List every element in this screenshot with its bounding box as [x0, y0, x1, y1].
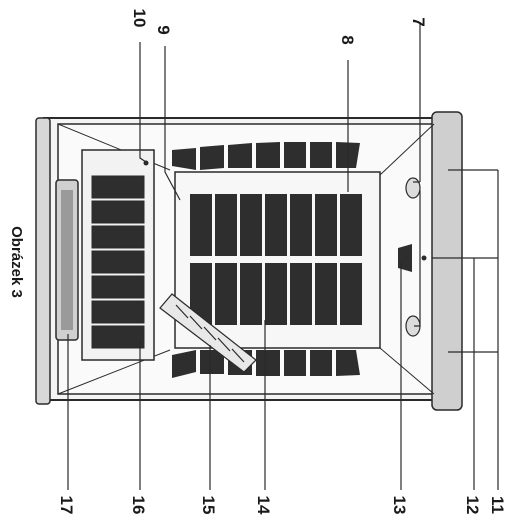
- control-panel: [398, 244, 412, 272]
- callout-11: 11: [488, 496, 507, 514]
- callout-12: 12: [463, 496, 482, 515]
- front-handle-inner: [61, 190, 73, 330]
- sensor-dot: [421, 255, 427, 261]
- callout-8: 8: [338, 35, 357, 44]
- figure-caption: Obrázek 3: [8, 226, 25, 298]
- callout-7: 7: [409, 17, 428, 26]
- callout-15: 15: [199, 496, 218, 515]
- callout-13: 13: [390, 496, 409, 515]
- back-wall-heater-grid: [190, 194, 362, 325]
- callout-10: 10: [130, 9, 149, 28]
- callout-17: 17: [57, 496, 76, 515]
- callout-14: 14: [254, 496, 273, 515]
- top-heater-panels: [172, 142, 360, 170]
- bottom-heater-panels: [172, 350, 360, 378]
- left-bench-panel: [81, 149, 155, 361]
- callout-9: 9: [154, 25, 173, 34]
- callout-lines: [67, 22, 499, 490]
- backrest-ladder: [159, 293, 257, 373]
- callout-labels: 7 8 9 10 11 12 13 14 15 16 17: [57, 9, 507, 515]
- callout-16: 16: [129, 496, 148, 515]
